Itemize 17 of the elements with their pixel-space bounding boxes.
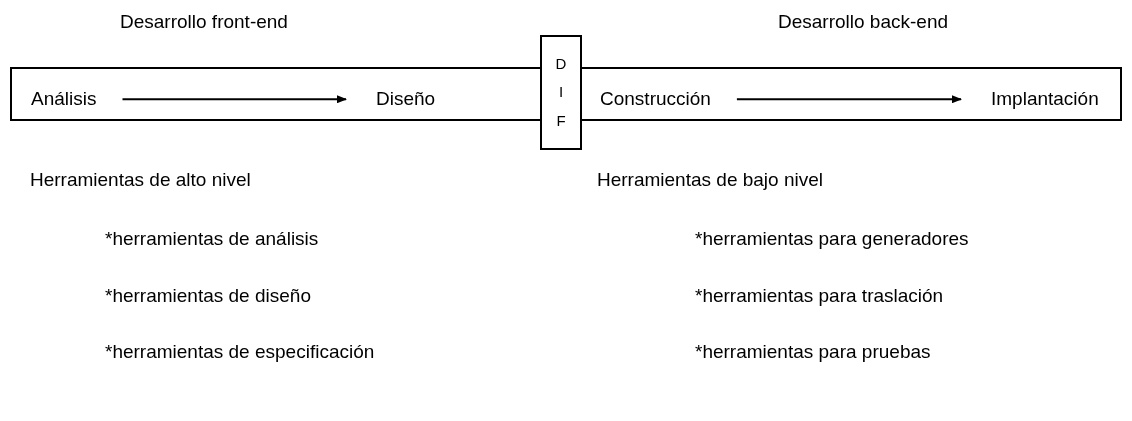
list-text: *herramientas para pruebas <box>695 340 931 364</box>
list-text: *herramientas de análisis <box>105 227 319 251</box>
arrow <box>735 95 962 104</box>
process-label: Diseño <box>376 81 436 118</box>
arrow <box>121 95 347 104</box>
process-label: Implantación <box>991 81 1099 118</box>
list-text: *herramientas de especificación <box>105 340 375 364</box>
section-heading: Desarrollo back-end <box>778 10 949 34</box>
process-box: D I F <box>540 35 582 150</box>
process-label: Construcción <box>600 81 711 118</box>
process-label: Análisis <box>31 81 97 118</box>
list-text: *herramientas para generadores <box>695 227 969 251</box>
list-text: Herramientas de alto nivel <box>30 168 251 192</box>
section-heading: Desarrollo front-end <box>120 10 288 34</box>
list-text: *herramientas de diseño <box>105 284 311 308</box>
list-text: *herramientas para traslación <box>695 284 944 308</box>
list-text: Herramientas de bajo nivel <box>597 168 823 192</box>
